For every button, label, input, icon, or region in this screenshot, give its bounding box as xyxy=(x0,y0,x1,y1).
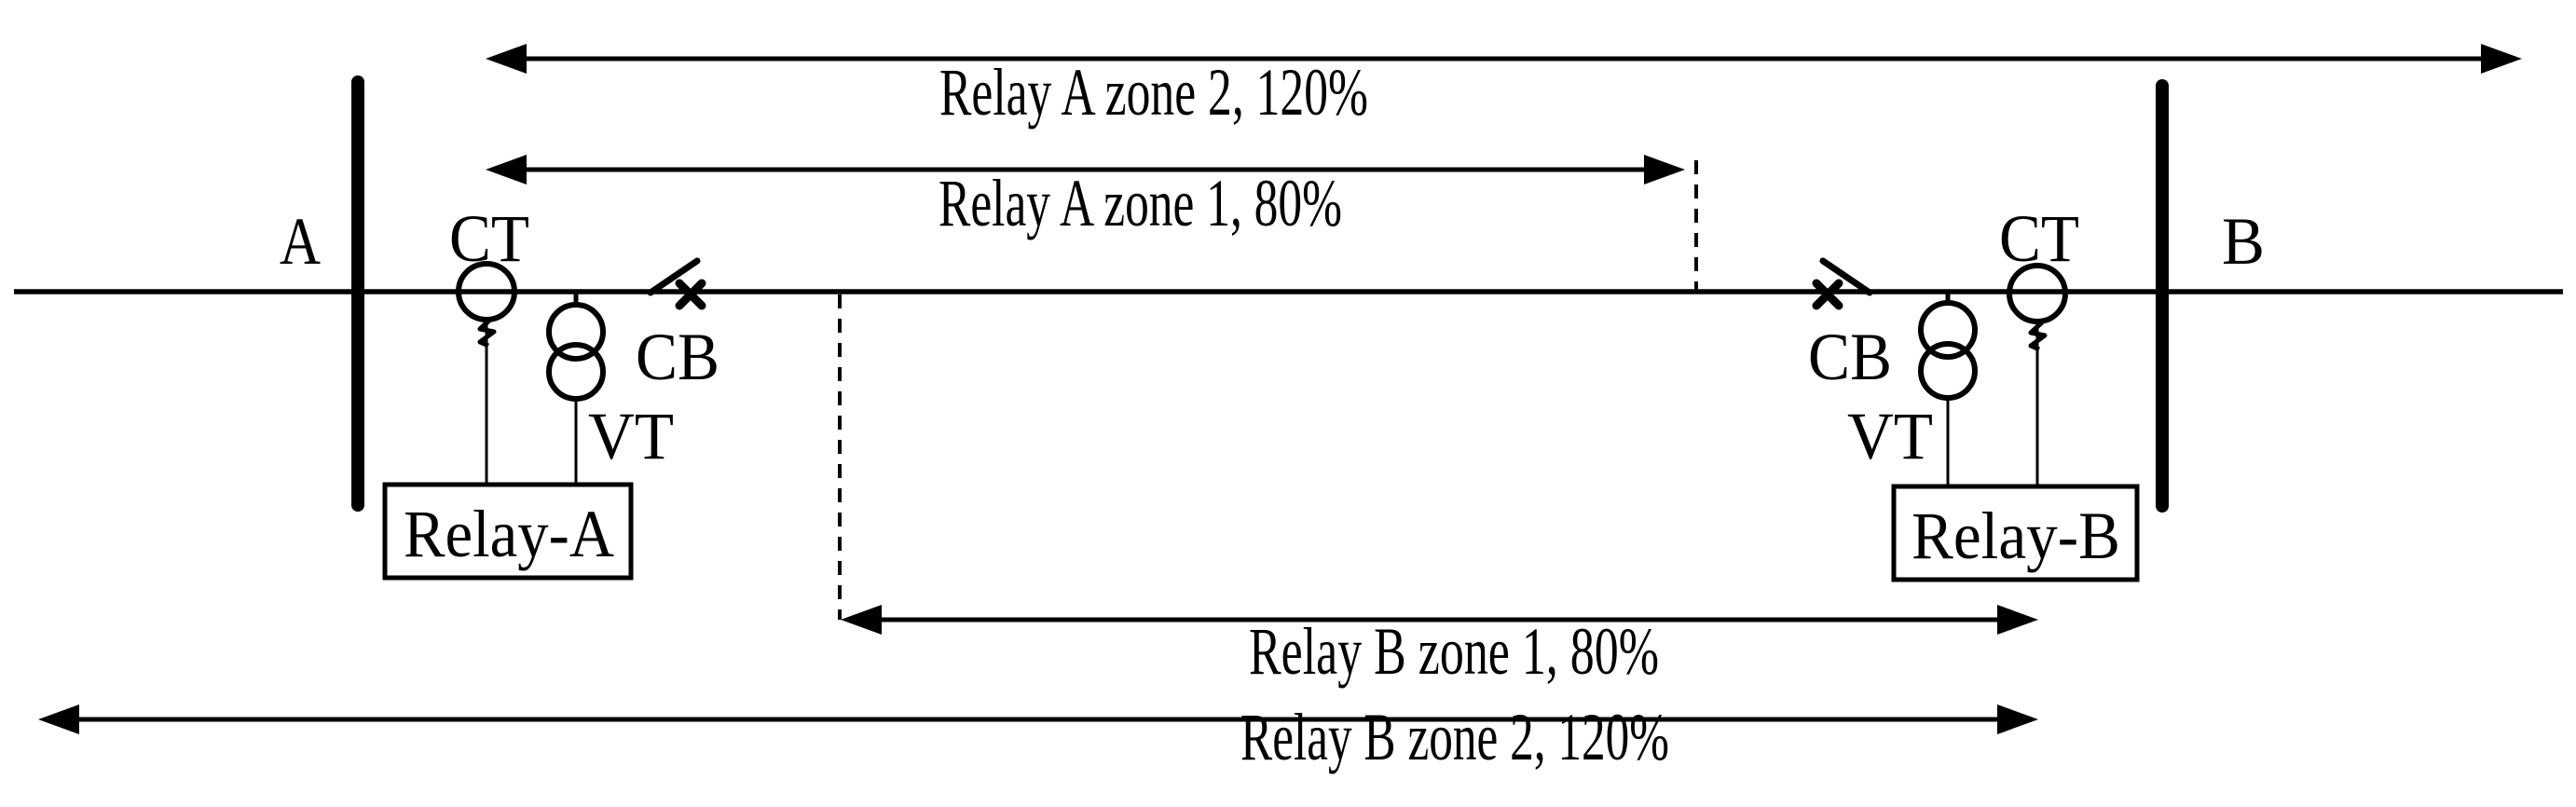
relay-a-zone1-label: Relay A zone 1, 80% xyxy=(939,166,1342,240)
ct-b-polarity-squiggle-icon xyxy=(2028,321,2048,352)
cb-a-label: CB xyxy=(636,320,719,394)
ct-a-label: CT xyxy=(449,201,529,276)
cb-b-label: CB xyxy=(1808,320,1892,394)
arrowhead-left-icon xyxy=(38,704,79,734)
relay-b-box xyxy=(1891,484,2140,582)
relay-b-zone2-label: Relay B zone 2, 120% xyxy=(1240,700,1669,774)
relay-b-label: Relay-B xyxy=(1911,499,2120,573)
relay-a-zone1-arrow xyxy=(486,155,1685,185)
arrowhead-right-icon xyxy=(2481,44,2522,74)
cb-a-cross-icon xyxy=(675,279,706,310)
arrowhead-left-icon xyxy=(841,605,882,635)
ct-b-label: CT xyxy=(1999,201,2079,276)
relay-b-zone1-arrow xyxy=(841,605,2038,635)
arrowhead-right-icon xyxy=(1997,704,2038,734)
arrowhead-right-icon xyxy=(1644,155,1685,185)
vt-b-label: VT xyxy=(1847,399,1933,473)
cb-a-blade xyxy=(647,257,701,296)
arrowhead-left-icon xyxy=(486,44,527,74)
bus-a-label: A xyxy=(280,204,321,279)
relay-b-zone2-arrow xyxy=(38,704,2038,734)
cb-b-cross-icon xyxy=(1812,279,1843,310)
vt-a-symbol-bottom-circle xyxy=(546,342,606,402)
bus-b-label: B xyxy=(2222,204,2265,279)
relay-a-zone2-label: Relay A zone 2, 120% xyxy=(939,55,1368,130)
vt-b-symbol-bottom-circle xyxy=(1918,341,1978,401)
relay-b-zone1-label: Relay B zone 1, 80% xyxy=(1249,614,1659,689)
relay-a-zone2-arrow xyxy=(486,44,2522,74)
vt-b-symbol-top-circle xyxy=(1918,300,1978,360)
relay-a-box xyxy=(382,482,634,581)
arrowhead-left-icon xyxy=(486,155,527,185)
arrowhead-right-icon xyxy=(1997,605,2038,635)
vt-a-label: VT xyxy=(588,399,674,473)
relay-a-label: Relay-A xyxy=(404,497,614,571)
ct-a-polarity-squiggle-icon xyxy=(477,317,497,349)
cb-b-blade xyxy=(1819,257,1873,296)
vt-a-symbol-top-circle xyxy=(546,302,606,362)
